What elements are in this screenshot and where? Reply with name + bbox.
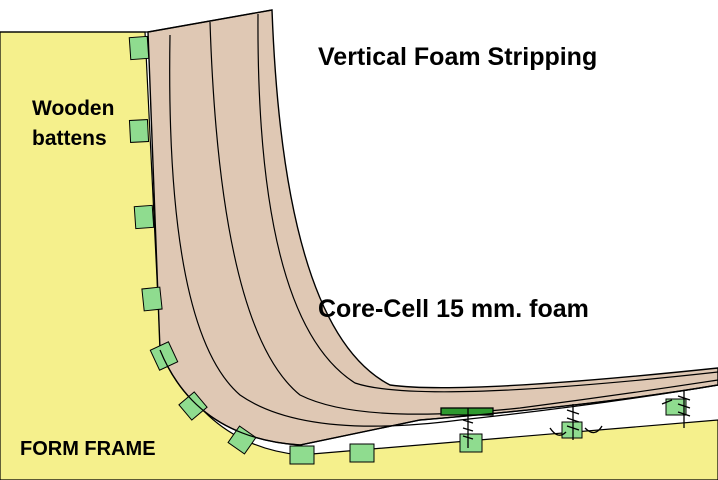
batten <box>141 286 163 312</box>
batten <box>149 341 179 371</box>
screw <box>661 390 691 428</box>
batten <box>289 445 315 465</box>
batten <box>178 391 208 421</box>
battens-label-line1: Wooden <box>32 97 115 120</box>
batten <box>459 433 483 453</box>
sheer-line <box>0 9 273 33</box>
foam-outer-edge <box>159 349 718 446</box>
foam-strip-line <box>169 34 718 427</box>
batten <box>227 425 257 455</box>
batten <box>349 443 375 463</box>
battens-label-line2: battens <box>32 127 107 150</box>
foam-strip-lines <box>169 13 718 427</box>
batten <box>128 35 150 61</box>
foam-strip-line <box>257 13 718 393</box>
screw <box>549 404 603 440</box>
form-frame-label: FORM FRAME <box>20 438 156 460</box>
foam-layer <box>147 9 718 446</box>
title-label: Vertical Foam Stripping <box>318 43 598 71</box>
foam-strip-line <box>209 21 718 415</box>
screw <box>440 407 494 448</box>
batten <box>133 204 155 230</box>
foam-label: Core-Cell 15 mm. foam <box>318 295 589 323</box>
batten <box>128 119 150 143</box>
wooden-battens <box>128 35 687 465</box>
screws <box>440 390 691 448</box>
